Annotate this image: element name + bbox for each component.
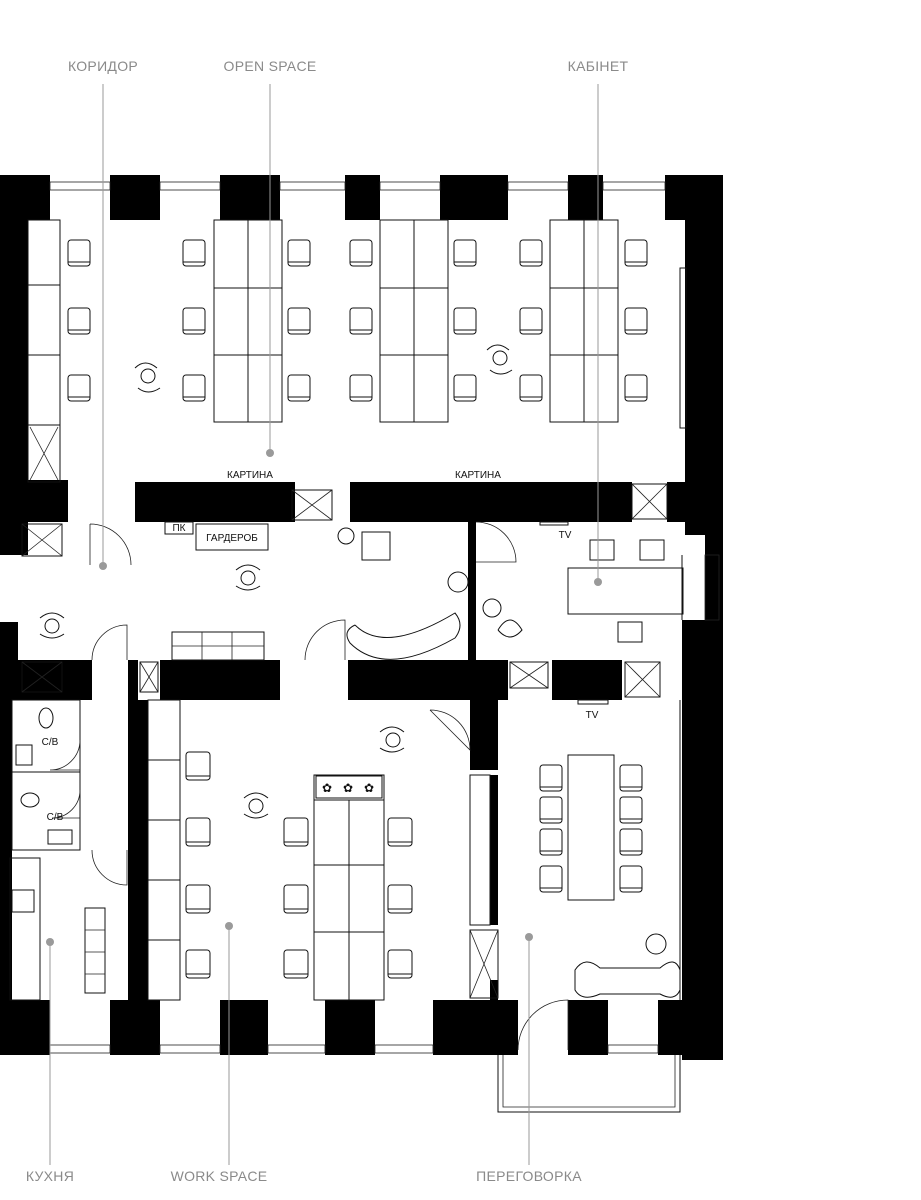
- room-label-meeting: ПЕРЕГОВОРКА: [476, 1168, 582, 1184]
- chair: [519, 239, 543, 267]
- chair: [182, 374, 206, 402]
- plants: ✿ ✿ ✿: [315, 775, 383, 799]
- chair: [349, 307, 373, 335]
- chair: [453, 239, 477, 267]
- room-label-corridor: КОРИДОР: [68, 58, 138, 74]
- chair: [539, 865, 563, 893]
- chair: [387, 817, 413, 847]
- chair: [624, 374, 648, 402]
- room-label-open-space: OPEN SPACE: [224, 58, 317, 74]
- wc-label-2: С/В: [47, 812, 64, 823]
- work-space-furniture: [147, 699, 499, 1001]
- leader-lines: [46, 84, 602, 1165]
- chair: [287, 374, 311, 402]
- windows: [49, 181, 720, 1113]
- tv-label-meeting: TV: [586, 710, 599, 721]
- chair: [182, 239, 206, 267]
- svg-text:✿: ✿: [364, 781, 374, 795]
- chair: [287, 307, 311, 335]
- chair: [283, 884, 309, 914]
- wc-kitchen: [9, 699, 128, 1001]
- chair: [287, 239, 311, 267]
- chair: [619, 796, 643, 824]
- chair: [453, 374, 477, 402]
- chair: [519, 307, 543, 335]
- tv-label-cabinet: TV: [559, 530, 572, 541]
- chair: [283, 817, 309, 847]
- cabinet-furniture: [475, 521, 684, 698]
- chair: [453, 307, 477, 335]
- svg-text:✿: ✿: [343, 781, 353, 795]
- walls: [0, 175, 723, 1060]
- chair: [539, 764, 563, 792]
- room-label-kitchen: КУХНЯ: [26, 1168, 74, 1184]
- chair: [349, 374, 373, 402]
- chair: [619, 865, 643, 893]
- chair: [67, 374, 91, 402]
- open-space-furniture: [27, 219, 687, 521]
- chair: [185, 949, 211, 979]
- chair: [619, 764, 643, 792]
- chair: [519, 374, 543, 402]
- chair: [624, 307, 648, 335]
- chair: [67, 239, 91, 267]
- chair: [539, 828, 563, 856]
- wardrobe-label: ГАРДЕРОБ: [206, 533, 258, 544]
- painting-label-2: КАРТИНА: [455, 470, 501, 481]
- chair: [283, 949, 309, 979]
- pc-label: ПК: [172, 523, 185, 534]
- painting-label-1: КАРТИНА: [227, 470, 273, 481]
- chair: [387, 949, 413, 979]
- chair: [619, 828, 643, 856]
- chair: [67, 307, 91, 335]
- chair: [349, 239, 373, 267]
- chair: [539, 796, 563, 824]
- chair: [624, 239, 648, 267]
- chair: [185, 751, 211, 781]
- meeting-furniture: [517, 699, 681, 1051]
- wc-label-1: С/В: [42, 737, 59, 748]
- chair: [182, 307, 206, 335]
- chair: [387, 884, 413, 914]
- corridor-furniture: [21, 521, 469, 693]
- svg-text:✿: ✿: [322, 781, 332, 795]
- room-label-work-space: WORK SPACE: [171, 1168, 268, 1184]
- chair: [185, 817, 211, 847]
- room-label-cabinet: КАБІНЕТ: [568, 58, 629, 74]
- chair: [185, 884, 211, 914]
